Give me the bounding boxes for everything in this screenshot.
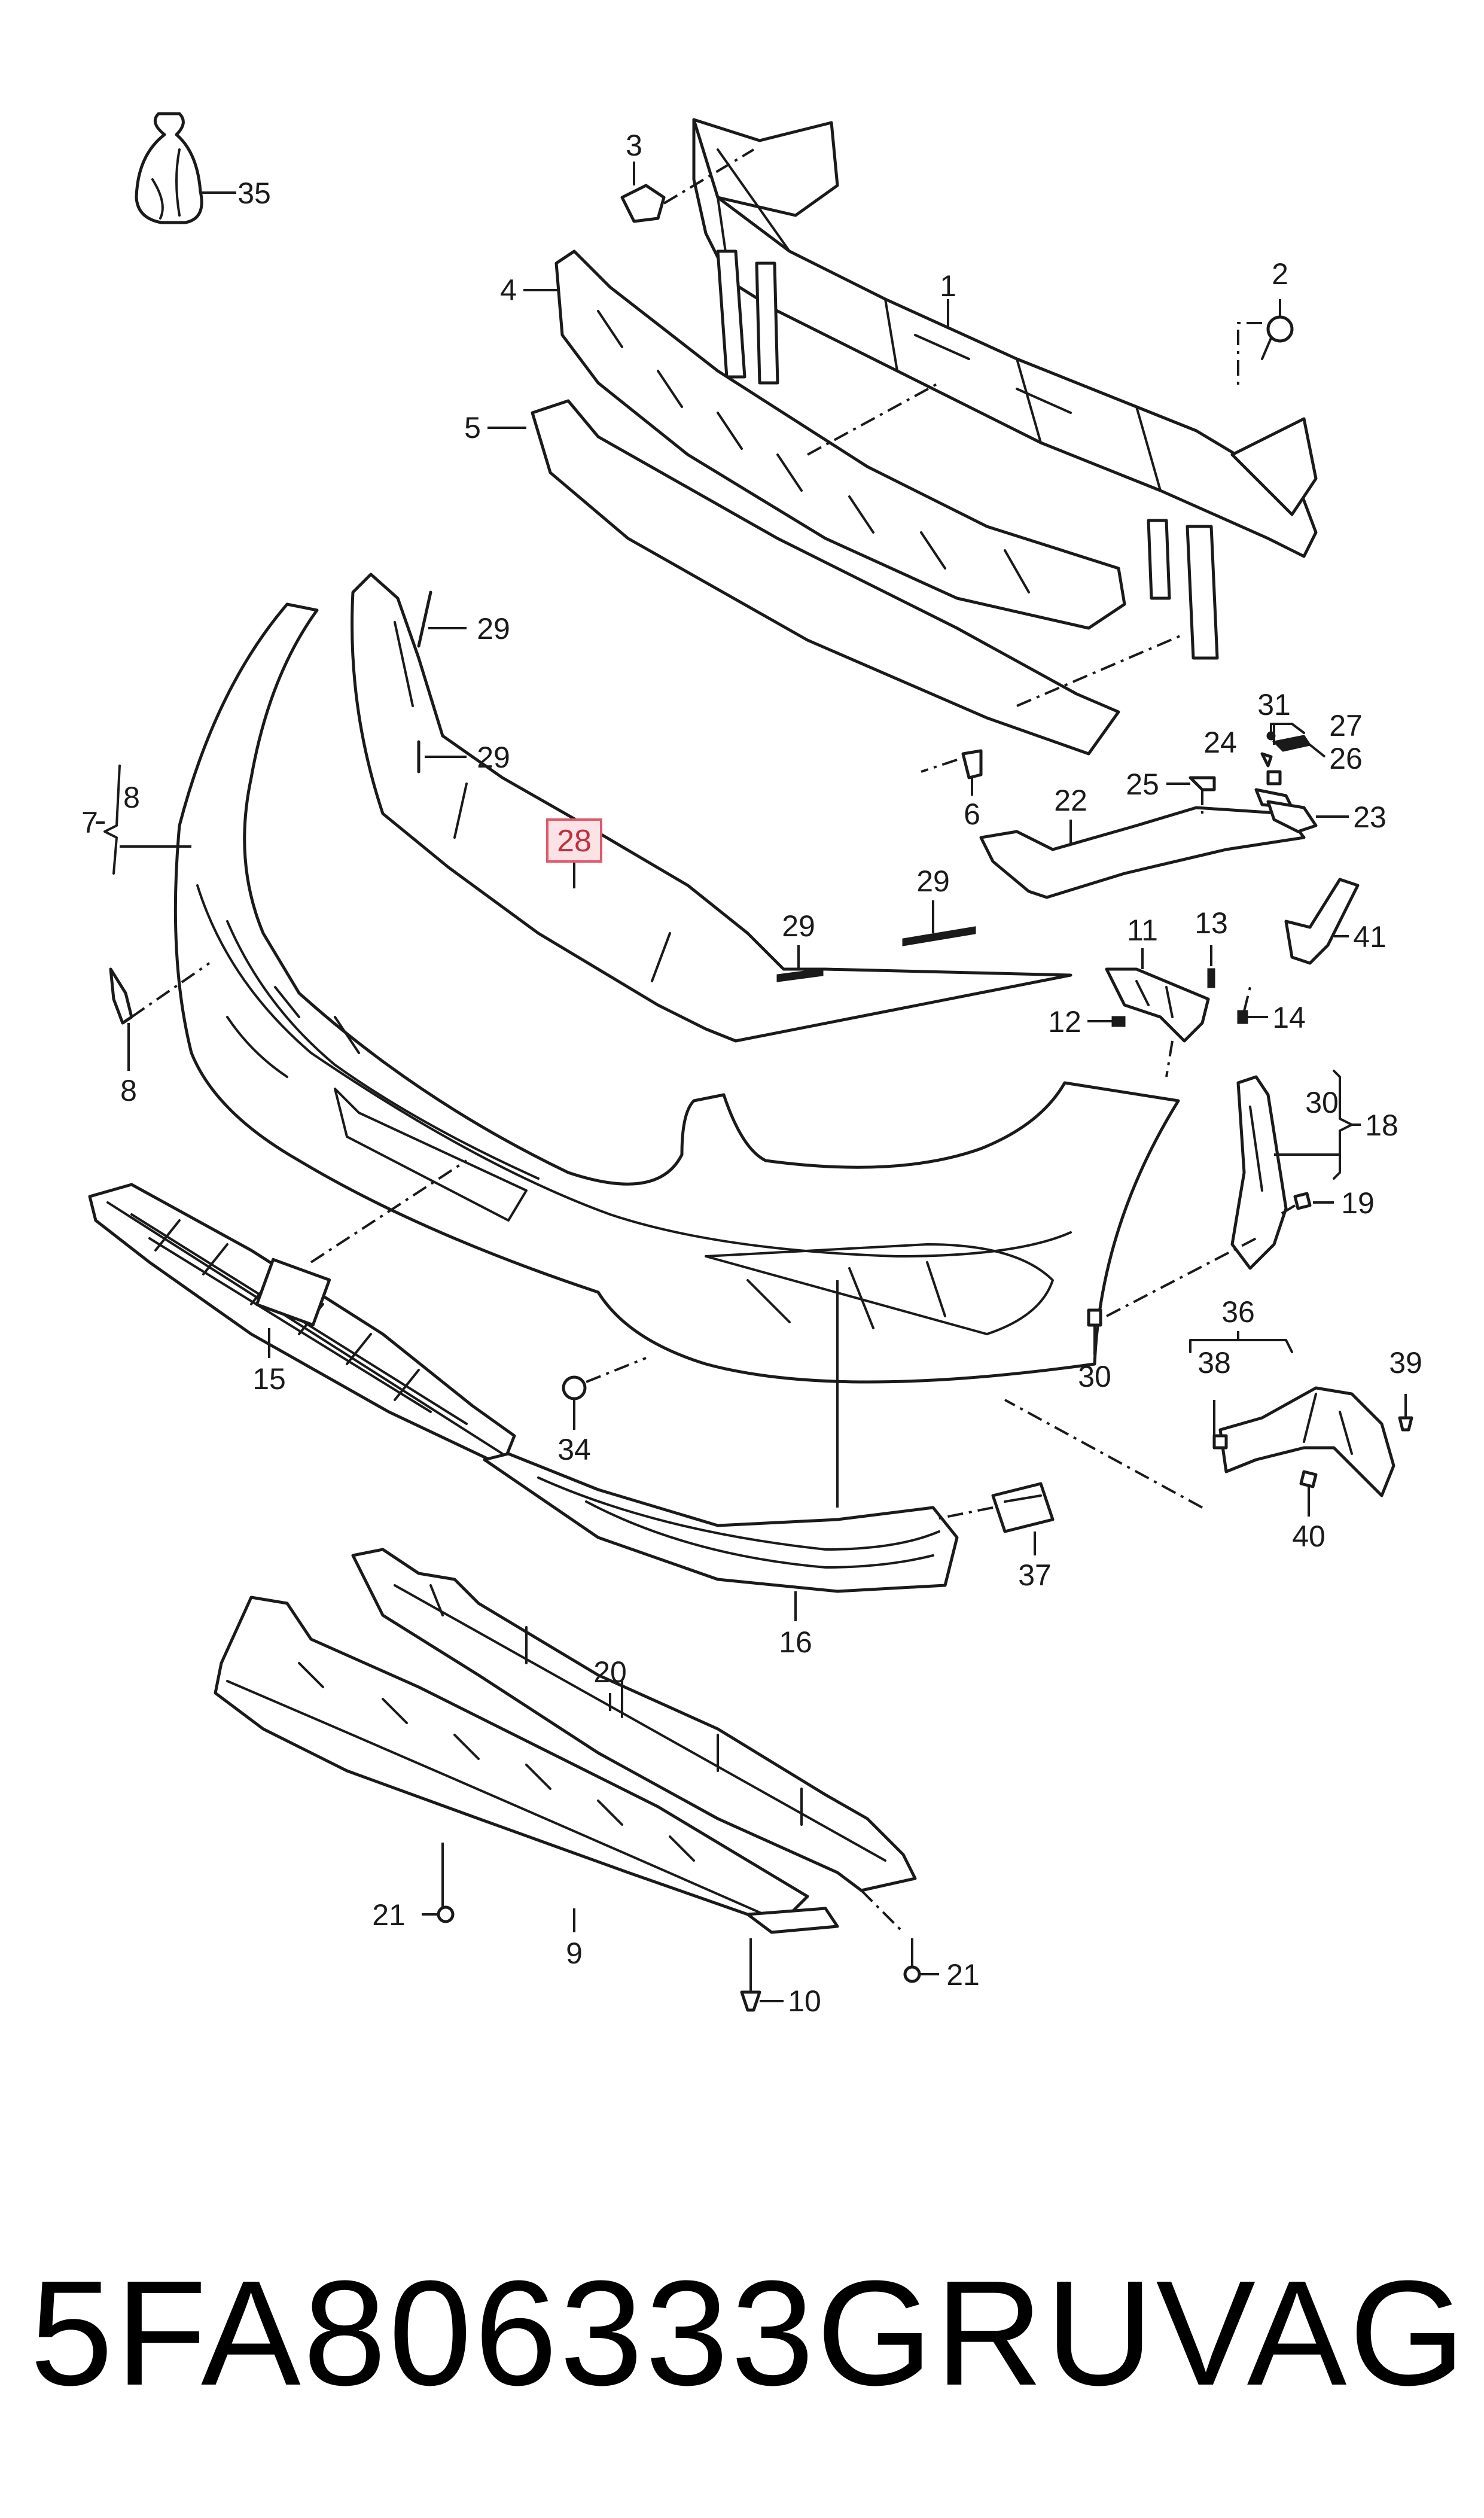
- part-6-clip: [921, 749, 983, 796]
- label-6: 6: [964, 797, 980, 831]
- label-4: 4: [500, 273, 517, 307]
- label-14: 14: [1272, 1001, 1306, 1034]
- label-8b: 8: [120, 1074, 137, 1107]
- part-2-bolt: [1237, 299, 1294, 389]
- label-29b: 29: [477, 741, 510, 774]
- part-number: 5FA806333GRU: [30, 2249, 1156, 2416]
- part-28-upper-trim: [351, 573, 1072, 1043]
- footer: 5FA806333GRU VAG: [30, 2213, 1465, 2453]
- label-31: 31: [1257, 688, 1291, 721]
- label-23: 23: [1353, 800, 1387, 834]
- part-1-bumper-reinforcement: [692, 118, 1318, 660]
- label-27: 27: [1329, 709, 1363, 742]
- label-8a: 8: [123, 781, 140, 814]
- part-34-screw: [562, 1357, 647, 1430]
- part-18-side-bracket: [1230, 1070, 1361, 1270]
- label-37: 37: [1018, 1558, 1052, 1592]
- exploded-parts-diagram: 28 1 2 3 4 5 6 7 8 8 9 10 11 12 13 14 15…: [81, 112, 1422, 2018]
- label-11: 11: [1127, 914, 1158, 947]
- label-12: 12: [1048, 1005, 1081, 1039]
- label-21a: 21: [372, 1898, 406, 1932]
- part-4-energy-absorber: [523, 249, 1126, 630]
- part-15-lower-grille: [88, 1159, 516, 1467]
- label-15: 15: [252, 1362, 286, 1396]
- part-35-grease-bag: [135, 112, 236, 224]
- part-22-trim-strip: [979, 806, 1306, 899]
- part-20-lower-guide: [351, 1548, 917, 1934]
- highlight-28: 28: [546, 818, 602, 863]
- label-29a: 29: [477, 612, 510, 646]
- callout-labels: 1 2 3 4 5 6 7 8 8 9 10 11 12 13 14 15 16…: [81, 129, 1422, 2018]
- label-24: 24: [1203, 726, 1237, 759]
- highlight-28-text: 28: [557, 824, 592, 858]
- part-36-bracket: [1004, 1331, 1413, 1517]
- label-19: 19: [1341, 1186, 1375, 1220]
- part-9-underbody-panel: [214, 1596, 839, 1934]
- label-9: 9: [566, 1937, 583, 1970]
- label-41: 41: [1353, 920, 1387, 954]
- label-3: 3: [626, 129, 642, 162]
- part-41-trim: [1284, 878, 1360, 965]
- part-5-absorber-strip: [487, 399, 1185, 756]
- part-16-lower-trim: [483, 1280, 959, 1621]
- label-13: 13: [1194, 906, 1228, 940]
- label-26: 26: [1329, 742, 1363, 775]
- label-40: 40: [1292, 1520, 1325, 1553]
- label-21b: 21: [946, 1958, 980, 1992]
- label-16: 16: [779, 1625, 812, 1659]
- part-37-cap: [933, 1482, 1055, 1555]
- label-29c: 29: [782, 909, 815, 943]
- parts-11-14-bracket: [1087, 945, 1268, 1077]
- label-1: 1: [940, 269, 956, 303]
- part-3-bolt: [620, 148, 755, 223]
- parts-23-27-brackets: [1166, 723, 1349, 833]
- label-18: 18: [1365, 1109, 1398, 1142]
- label-35: 35: [237, 176, 271, 210]
- label-10: 10: [788, 1984, 821, 2018]
- part-30-clip: [1087, 1237, 1257, 1355]
- label-7: 7: [81, 806, 98, 839]
- label-29d: 29: [916, 864, 950, 898]
- label-36: 36: [1221, 1295, 1255, 1329]
- label-20: 20: [593, 1655, 627, 1689]
- part-29-strips: [417, 590, 976, 982]
- label-25: 25: [1126, 768, 1159, 801]
- label-38: 38: [1197, 1346, 1231, 1380]
- label-30a: 30: [1305, 1086, 1339, 1119]
- brand: VAG: [1156, 2249, 1468, 2416]
- label-30b: 30: [1078, 1360, 1111, 1393]
- label-22: 22: [1054, 784, 1087, 817]
- label-2: 2: [1272, 257, 1288, 291]
- parts-21-10-fasteners: [422, 1905, 939, 2012]
- label-5: 5: [464, 411, 481, 444]
- label-39: 39: [1389, 1346, 1422, 1380]
- label-34: 34: [557, 1433, 591, 1466]
